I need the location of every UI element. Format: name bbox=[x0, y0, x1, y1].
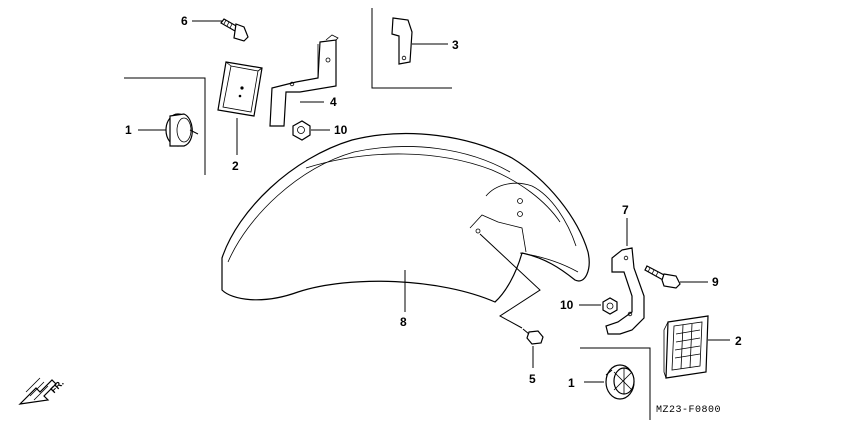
screw-7[interactable] bbox=[522, 328, 544, 345]
inset-frame-bracket-3 bbox=[371, 8, 452, 89]
nut-lower[interactable] bbox=[602, 297, 618, 315]
callout-2-lower: 2 bbox=[735, 334, 742, 348]
reflector-upper[interactable] bbox=[217, 61, 263, 117]
callout-10-upper: 10 bbox=[334, 123, 348, 137]
callout-1-lower: 1 bbox=[568, 376, 575, 390]
callout-5: 7 bbox=[622, 203, 629, 217]
callout-9: 9 bbox=[712, 275, 719, 289]
leader-lines bbox=[138, 20, 730, 383]
nut-upper[interactable] bbox=[292, 120, 311, 141]
clamp-lower[interactable] bbox=[605, 364, 635, 400]
callout-2-upper: 2 bbox=[232, 159, 239, 173]
callout-10-lower: 10 bbox=[560, 298, 574, 312]
clamp-upper[interactable] bbox=[165, 113, 199, 147]
screw-8[interactable] bbox=[220, 18, 249, 42]
callout-6: 8 bbox=[400, 315, 407, 329]
bracket-3[interactable] bbox=[391, 17, 413, 65]
diagram-code: MZ23-F0800 bbox=[656, 405, 721, 416]
bracket-5[interactable] bbox=[605, 247, 645, 335]
bracket-4[interactable] bbox=[269, 34, 339, 127]
callout-4: 4 bbox=[330, 95, 337, 109]
callout-1-upper: 1 bbox=[125, 123, 132, 137]
group-bracket-left bbox=[124, 77, 206, 175]
bolt-9[interactable] bbox=[644, 265, 681, 289]
group-bracket-lower bbox=[580, 347, 651, 420]
callout-7: 5 bbox=[529, 372, 536, 386]
reflector-lower[interactable] bbox=[663, 315, 709, 379]
front-fender[interactable] bbox=[221, 132, 590, 303]
front-direction-arrow-icon bbox=[18, 377, 57, 405]
callout-8: 6 bbox=[181, 14, 188, 28]
callout-3: 3 bbox=[452, 38, 459, 52]
